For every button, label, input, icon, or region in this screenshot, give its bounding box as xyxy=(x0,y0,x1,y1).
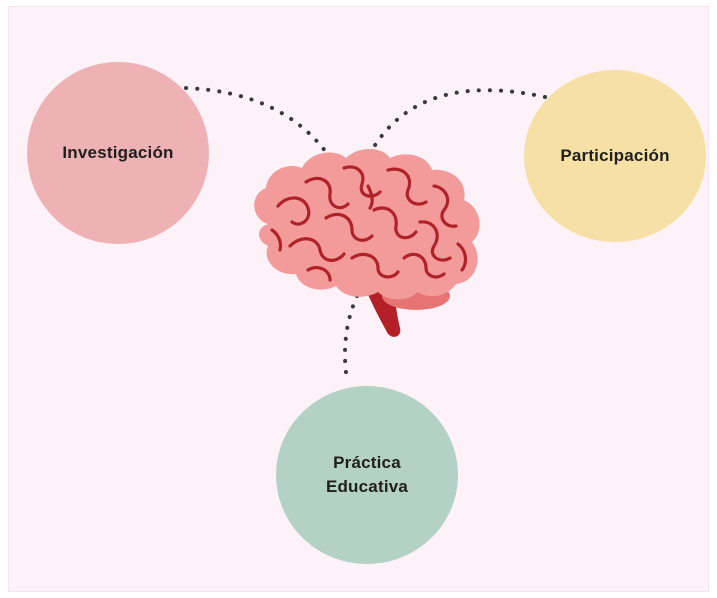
brain-icon xyxy=(254,149,480,337)
node-practica-educativa: Práctica Educativa xyxy=(276,386,458,564)
node-investigacion-label: Investigación xyxy=(62,143,174,162)
node-participacion: Participación xyxy=(524,70,706,242)
brain-folds xyxy=(270,165,468,282)
node-participacion-label: Participación xyxy=(560,146,670,165)
node-investigacion: Investigación xyxy=(27,62,209,244)
node-practica-educativa-label: Práctica Educativa xyxy=(325,453,409,496)
